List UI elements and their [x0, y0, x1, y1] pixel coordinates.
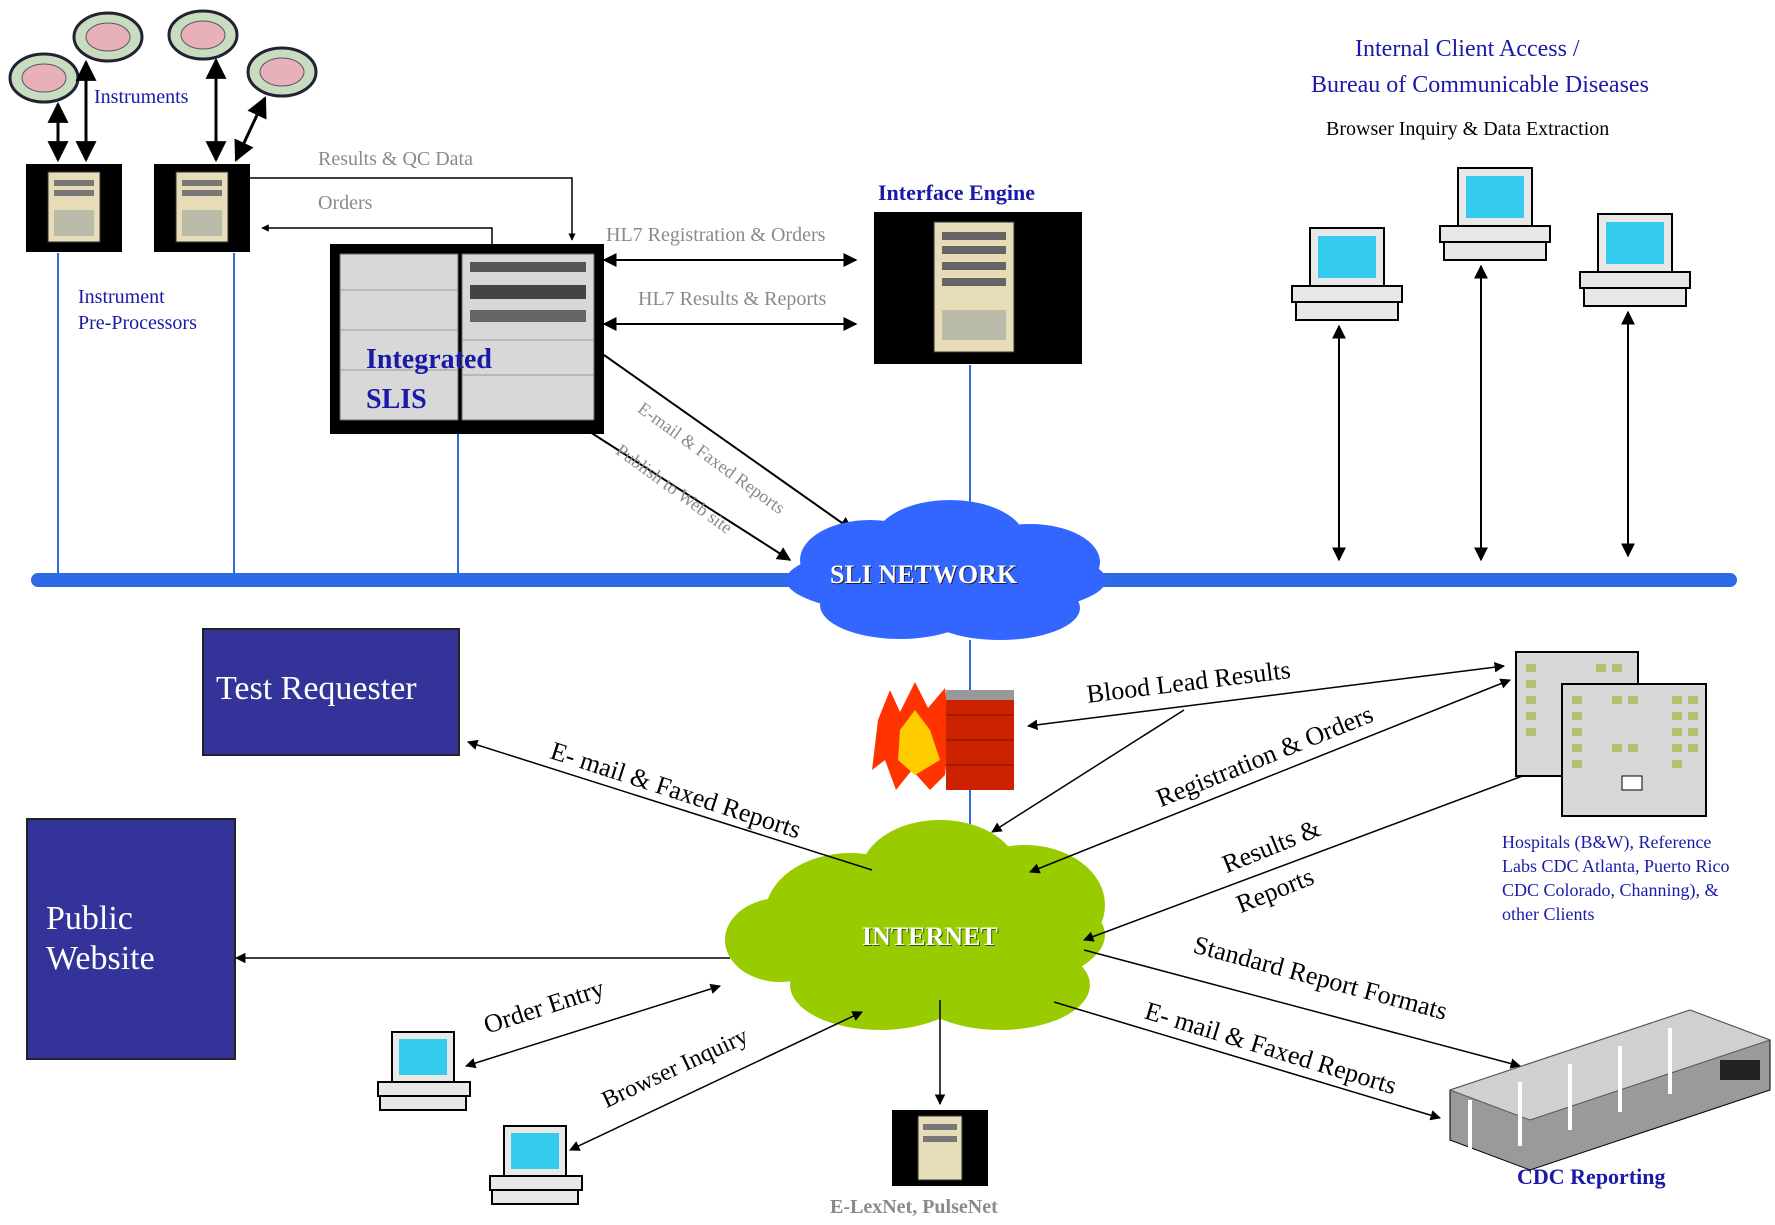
instrument-arrow	[234, 96, 267, 162]
instrument-icon	[167, 9, 239, 61]
instrument-icon	[72, 11, 144, 63]
standard-formats-arrow	[1083, 949, 1522, 1069]
hospitals-label-line3: CDC Colorado, Channing), &	[1502, 880, 1719, 900]
firewall-icon	[872, 682, 1014, 790]
public-website-label-line2: Website	[46, 940, 155, 977]
preprocessors-label-line2: Pre-Processors	[78, 312, 197, 334]
sli-network-cloud	[786, 500, 1106, 640]
hospitals-label-line2: Labs CDC Atlanta, Puerto Rico	[1502, 856, 1730, 876]
results-qc-label: Results & QC Data	[318, 148, 473, 170]
computer-icon	[377, 1031, 471, 1111]
orders-label: Orders	[318, 192, 373, 214]
internal-client-title-line2: Bureau of Communicable Diseases	[1311, 72, 1649, 98]
internal-client-subtitle: Browser Inquiry & Data Extraction	[1326, 118, 1610, 140]
cdc-building-icon	[1448, 1009, 1772, 1171]
test-requester-label: Test Requester	[216, 670, 417, 707]
email-faxed-cdc-arrow	[1053, 1001, 1442, 1121]
hospitals-label-line1: Hospitals (B&W), Reference	[1502, 832, 1712, 852]
elexnet-server-icon	[892, 1110, 988, 1186]
computer-icon	[489, 1125, 583, 1205]
internal-client-title-line1: Internal Client Access /	[1355, 36, 1580, 62]
computer-icon	[1291, 227, 1403, 321]
orders-arrow	[261, 224, 493, 244]
instruments-label: Instruments	[94, 86, 189, 108]
email-faxed-arrow	[603, 354, 854, 531]
instrument-icon	[8, 52, 80, 104]
cdc-reporting-label: CDC Reporting	[1517, 1164, 1666, 1189]
test-requester-box: Test Requester	[202, 628, 460, 756]
email-faxed-test-arrow	[466, 739, 873, 871]
results-qc-arrow	[250, 177, 576, 241]
preprocessors-label-line1: Instrument	[78, 286, 165, 308]
interface-engine-server-icon	[874, 212, 1082, 364]
slis-label-line2: SLIS	[366, 384, 427, 415]
slis-server-icon	[330, 244, 604, 434]
hl7-results-label: HL7 Results & Reports	[638, 288, 827, 310]
instrument-icon	[246, 46, 318, 98]
publish-web-arrow	[589, 431, 792, 561]
preprocessor-server-icon	[154, 164, 250, 252]
computer-icon	[1439, 167, 1551, 261]
preprocessor-server-icon	[26, 164, 122, 252]
public-website-label-line1: Public	[46, 900, 133, 937]
public-website-box: Public Website	[26, 818, 236, 1060]
internet-label: INTERNET	[862, 922, 998, 951]
hospital-building-icon	[1515, 651, 1707, 817]
slis-label-line1: Integrated	[366, 344, 492, 375]
computer-icon	[1579, 213, 1691, 307]
browser-inquiry-arrow	[569, 1011, 863, 1151]
elexnet-label: E-LexNet, PulseNet	[830, 1196, 998, 1218]
sli-network-label: SLI NETWORK	[830, 560, 1018, 589]
results-reports-arrow	[1083, 760, 1561, 942]
hospitals-label-line4: other Clients	[1502, 904, 1595, 924]
hl7-registration-label: HL7 Registration & Orders	[606, 224, 826, 246]
blood-lead-down-arrow	[991, 709, 1185, 833]
interface-engine-title: Interface Engine	[878, 180, 1036, 205]
internet-cloud	[725, 820, 1105, 1030]
